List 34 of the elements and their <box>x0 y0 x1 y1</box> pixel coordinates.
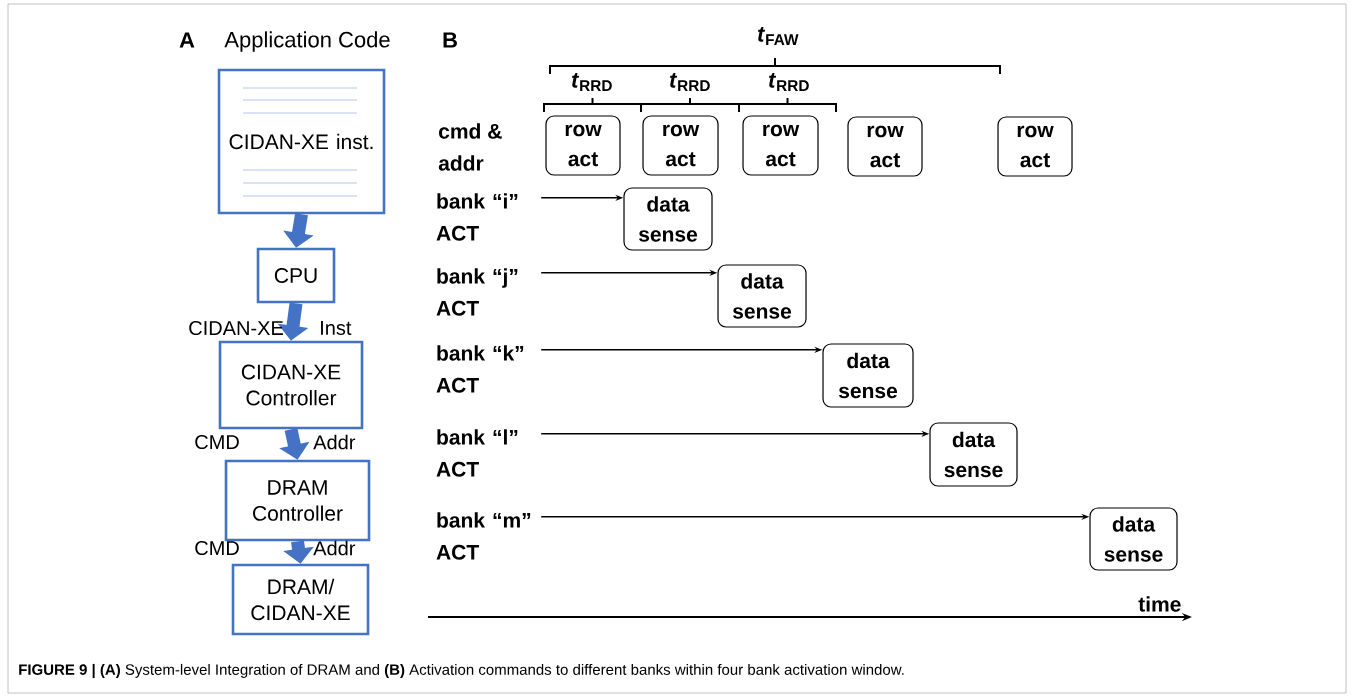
bank-label: bank “i” ACT <box>436 193 518 241</box>
timing-box: row act <box>847 116 923 177</box>
process-box: CIDAN-XE inst. <box>217 68 386 215</box>
bank-label: bank “l” ACT <box>436 429 518 477</box>
timing-box: row act <box>642 115 719 176</box>
timing-box: data sense <box>929 422 1018 487</box>
timing-parameter: t$_{RRD}$ <box>669 73 710 91</box>
timing-parameter: t$_{RRD}$ <box>768 73 809 91</box>
bank-label: bank “j” ACT <box>436 268 518 316</box>
timing-box: data sense <box>623 187 713 251</box>
arrow-label: CMD <box>195 434 239 450</box>
timing-box: data sense <box>822 343 914 408</box>
panel-letter: A <box>179 32 195 48</box>
arrow-label: Addr <box>313 540 356 556</box>
timing-parameter: t$_{FAW}$ <box>757 27 799 45</box>
arrow-label: Addr <box>313 434 356 450</box>
arrow-label: Inst <box>321 321 352 335</box>
timing-box: row act <box>742 115 819 176</box>
timing-box: data sense <box>717 264 807 328</box>
arrow-label: CIDAN-XE <box>189 320 283 336</box>
timing-box: row act <box>545 115 621 176</box>
process-box: CPU <box>256 247 336 304</box>
panel-letter: B <box>443 32 457 48</box>
timing-box: data sense <box>1089 507 1178 571</box>
row-label: time <box>1138 596 1181 612</box>
arrow-label: CMD <box>195 540 239 556</box>
bank-label: bank “k” ACT <box>436 345 524 393</box>
process-box: DRAM/ CIDAN-XE <box>231 563 370 636</box>
process-box: CIDAN-XE Controller <box>218 340 364 430</box>
bank-label: bank “m” ACT <box>436 512 531 560</box>
timing-box: row act <box>997 116 1073 177</box>
heading: Application Code <box>224 31 390 52</box>
timing-parameter: t$_{RRD}$ <box>571 73 612 91</box>
caption: FIGURE 9 | (A) System-level Integration of DRAM and (B) Activation commands to different banks within four bank activation window. <box>19 663 904 679</box>
